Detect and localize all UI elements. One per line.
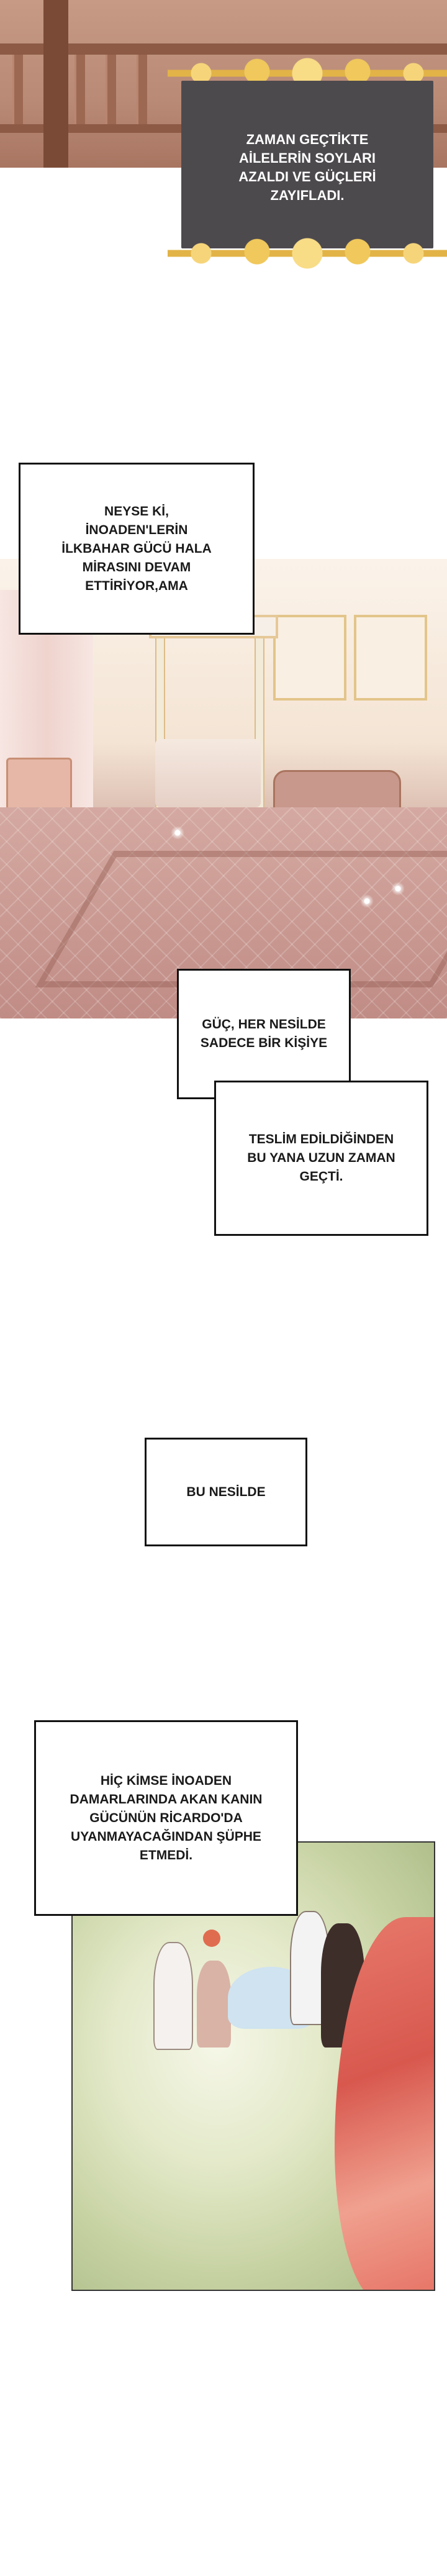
newel-post xyxy=(43,0,68,168)
baluster xyxy=(137,55,147,124)
baluster xyxy=(106,55,116,124)
ornate-caption-frame: ZAMAN GEÇTİKTE AİLELERİN SOYLARI AZALDI … xyxy=(168,25,447,304)
bed-blanket xyxy=(155,739,261,807)
wall-panel xyxy=(354,615,427,701)
caption-box-5: HİÇ KİMSE İNOADEN DAMARLARINDA AKAN KANI… xyxy=(34,1720,298,1916)
frame-caption-text: ZAMAN GEÇTİKTE AİLELERİN SOYLARI AZALDI … xyxy=(238,132,376,203)
caption-text-2: GÜÇ, HER NESİLDE SADECE BİR KİŞİYE xyxy=(200,1017,328,1050)
maid-figure xyxy=(153,1942,193,2050)
caption-box-1: NEYSE Kİ, İNOADEN'LERİN İLKBAHAR GÜCÜ HA… xyxy=(19,463,255,635)
child-hair xyxy=(203,1930,220,1947)
caption-text-1: NEYSE Kİ, İNOADEN'LERİN İLKBAHAR GÜCÜ HA… xyxy=(61,504,212,593)
red-haired-child xyxy=(197,1961,231,2048)
caption-text-4: BU NESİLDE xyxy=(186,1484,266,1499)
caption-box-3: TESLİM EDİLDİĞİNDEN BU YANA UZUN ZAMAN G… xyxy=(214,1081,428,1236)
maids-panel xyxy=(71,1841,435,2291)
caption-text-5: HİÇ KİMSE İNOADEN DAMARLARINDA AKAN KANI… xyxy=(70,1773,263,1862)
caption-box-2: GÜÇ, HER NESİLDE SADECE BİR KİŞİYE xyxy=(177,969,351,1099)
caption-box-4: BU NESİLDE xyxy=(145,1438,307,1546)
baluster xyxy=(74,55,85,124)
caption-text-3: TESLİM EDİLDİĞİNDEN BU YANA UZUN ZAMAN G… xyxy=(247,1132,395,1184)
sparkle xyxy=(171,826,184,840)
dark-caption-box xyxy=(181,81,433,248)
sparkle xyxy=(391,882,405,896)
handrail xyxy=(0,43,447,55)
bedroom-panel xyxy=(0,559,447,1018)
wall-panel xyxy=(273,615,346,701)
baluster xyxy=(12,55,23,124)
sparkle xyxy=(360,894,374,908)
gold-ornament-bottom xyxy=(168,236,447,271)
